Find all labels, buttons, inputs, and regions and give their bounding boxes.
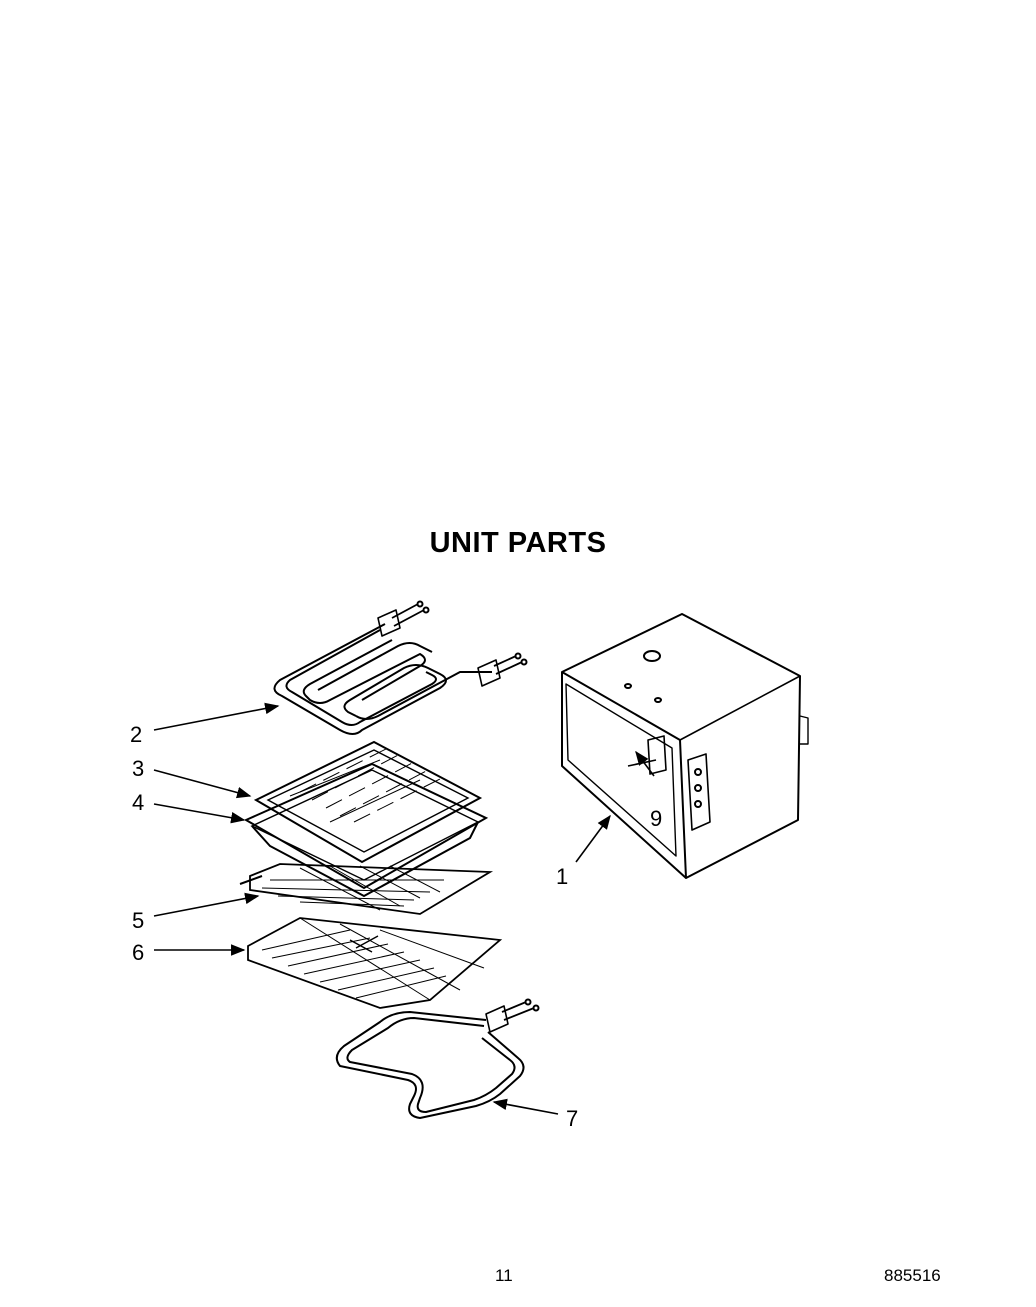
page-number: 11 <box>495 1266 513 1285</box>
leader-lines <box>153 702 655 1115</box>
callout-3: 3 <box>132 756 144 781</box>
oven-cavity <box>561 613 809 879</box>
oven-rack-lower <box>247 917 503 1009</box>
upper-heating-element <box>273 600 528 735</box>
callout-1: 1 <box>556 864 568 889</box>
callout-2: 2 <box>130 722 142 747</box>
leader-2 <box>153 702 280 731</box>
leader-1 <box>575 814 611 863</box>
bake-heating-element <box>335 998 540 1119</box>
page-title: UNIT PARTS <box>429 527 607 559</box>
broiler-pan <box>243 762 489 898</box>
leader-3 <box>153 769 252 799</box>
callout-6: 6 <box>132 940 144 965</box>
broiler-pan-grid <box>253 740 483 864</box>
leader-7 <box>492 1098 559 1115</box>
leader-5 <box>153 892 260 917</box>
leader-9 <box>635 750 655 777</box>
document-number: 885516 <box>884 1266 941 1285</box>
callout-9: 9 <box>650 806 662 831</box>
leader-4 <box>153 803 246 824</box>
callout-5: 5 <box>132 908 144 933</box>
callout-7: 7 <box>566 1106 578 1131</box>
callout-4: 4 <box>132 790 144 815</box>
callout-numbers: 2 3 4 5 6 7 1 9 <box>130 722 662 1131</box>
oven-rack-upper <box>239 863 494 915</box>
